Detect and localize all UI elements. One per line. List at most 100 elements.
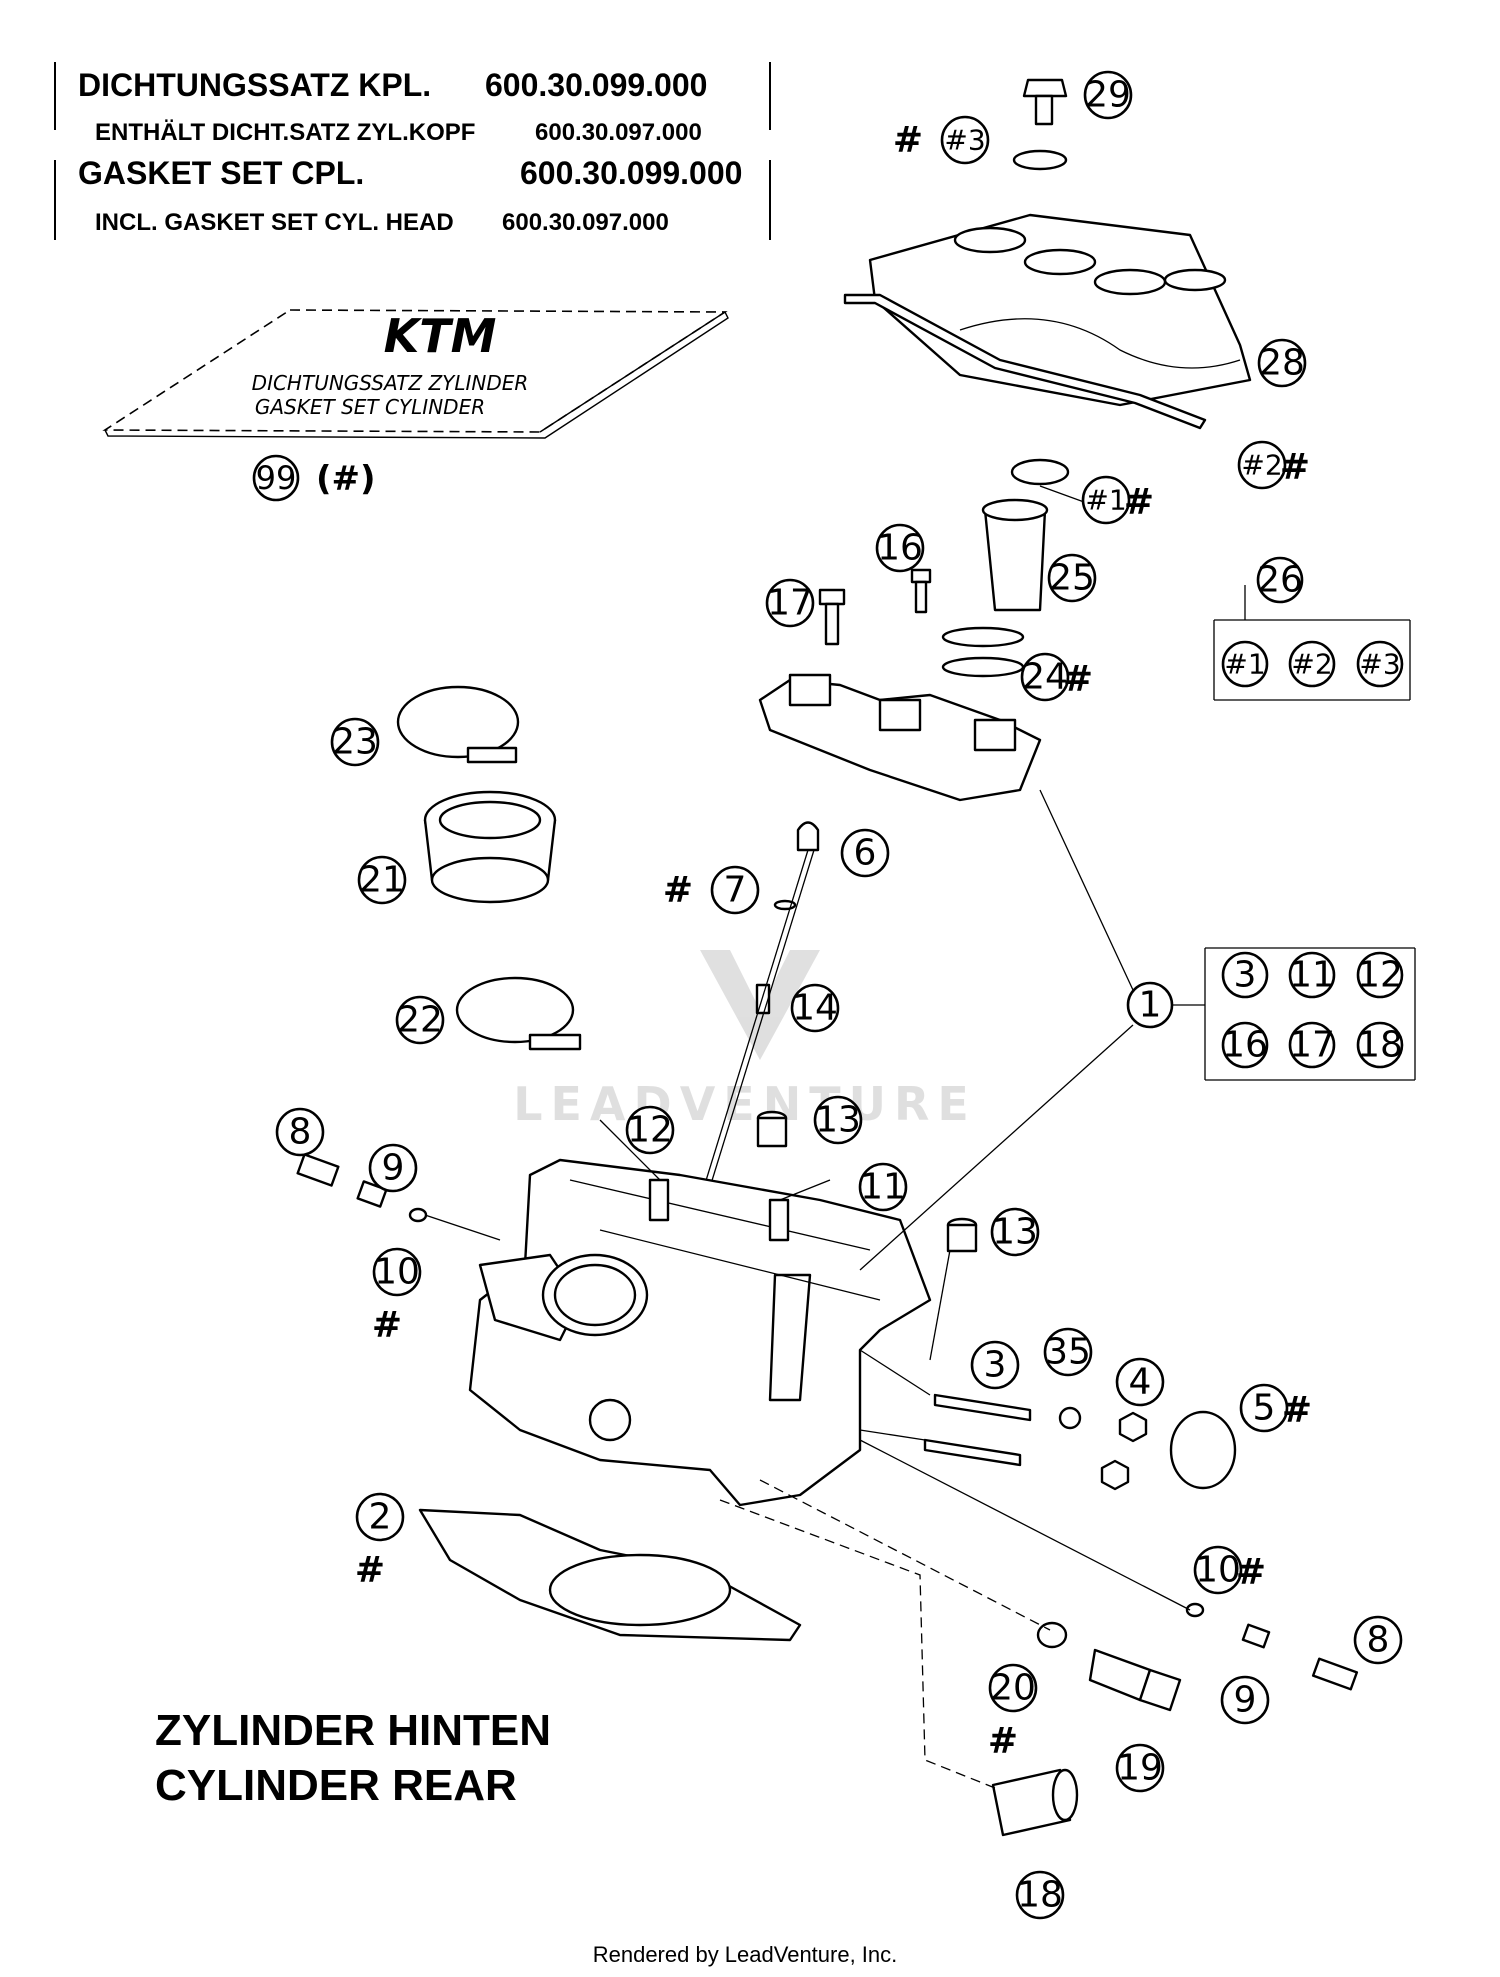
callout-17[interactable]: 17 xyxy=(765,578,815,628)
callout-label: 8 xyxy=(289,1112,312,1153)
callout-9a[interactable]: 9 xyxy=(368,1143,418,1193)
callout-circle xyxy=(1015,1870,1065,1920)
bolt-16-drawing xyxy=(910,568,932,614)
svg-text:#3: #3 xyxy=(1359,648,1400,681)
callout-circle xyxy=(1115,1357,1165,1407)
callout-circle xyxy=(395,995,445,1045)
callout-6[interactable]: 6 xyxy=(840,828,890,878)
assembly-item-12[interactable]: 12 xyxy=(1356,951,1404,999)
callout-label: 25 xyxy=(1049,558,1095,599)
callout-label: 2 xyxy=(369,1497,392,1538)
washer-3-drawing xyxy=(1012,149,1068,171)
callout-19[interactable]: 19 xyxy=(1115,1743,1165,1793)
callout-21[interactable]: 21 xyxy=(357,855,407,905)
gasket-line1-label: DICHTUNGSSATZ KPL. xyxy=(78,67,431,103)
callout-3[interactable]: 3 xyxy=(970,1340,1020,1390)
subset-item-2[interactable]: #2 xyxy=(1288,640,1336,688)
gasket-line4-label: INCL. GASKET SET CYL. HEAD xyxy=(95,209,454,236)
callout-label: #2 xyxy=(1241,449,1282,482)
callout-8a[interactable]: 8 xyxy=(275,1107,325,1157)
callout-circle xyxy=(1220,1675,1270,1725)
callout-circle xyxy=(990,1207,1040,1257)
svg-text:11: 11 xyxy=(1289,955,1335,996)
hash-mark: # xyxy=(1280,447,1310,488)
callout-1[interactable]: 1 xyxy=(1126,981,1174,1029)
callout-circle xyxy=(1115,1743,1165,1793)
callout-13b[interactable]: 13 xyxy=(990,1207,1040,1257)
callout-2[interactable]: 2# xyxy=(355,1492,405,1591)
washer-10-left-drawing xyxy=(408,1207,428,1223)
callout-28[interactable]: 28 xyxy=(1257,338,1307,388)
callout-2a[interactable]: #2# xyxy=(1237,440,1310,490)
callout-label: 6 xyxy=(854,833,877,874)
callout-label: 29 xyxy=(1085,75,1131,116)
callout-22[interactable]: 22 xyxy=(395,995,445,1045)
subset-item-1[interactable]: #1 xyxy=(1221,640,1269,688)
assembly-item-16[interactable]: 16 xyxy=(1221,1021,1269,1069)
oring-24b-drawing xyxy=(941,656,1025,678)
assembly-item-17[interactable]: 17 xyxy=(1288,1021,1336,1069)
callout-25[interactable]: 25 xyxy=(1047,553,1097,603)
assembly-item-18[interactable]: 18 xyxy=(1356,1021,1404,1069)
intake-boot-drawing xyxy=(423,790,557,904)
footer-credit: Rendered by LeadVenture, Inc. xyxy=(593,1942,898,1967)
callout-14[interactable]: 14 xyxy=(790,983,840,1033)
svg-text:17: 17 xyxy=(1289,1025,1335,1066)
callout-4[interactable]: 4 xyxy=(1115,1357,1165,1407)
svg-text:18: 18 xyxy=(1357,1025,1403,1066)
callout-13a[interactable]: 13 xyxy=(813,1095,863,1145)
head-gasket-drawing xyxy=(418,1508,802,1642)
oring-5-drawing xyxy=(1169,1410,1237,1490)
callout-circle xyxy=(1257,338,1307,388)
callout-circle xyxy=(1239,1383,1289,1433)
callout-5[interactable]: 5# xyxy=(1239,1383,1312,1433)
subset-group: 26 #1 #2 #3 xyxy=(1221,556,1404,688)
callout-label: 3 xyxy=(984,1345,1007,1386)
gasket-line2-label: ENTHÄLT DICHT.SATZ ZYL.KOPF xyxy=(95,119,475,146)
callout-8b[interactable]: 8 xyxy=(1353,1615,1403,1665)
callout-10b[interactable]: 10# xyxy=(1193,1545,1266,1595)
callout-3a[interactable]: #3# xyxy=(893,115,990,165)
title-line2: CYLINDER REAR xyxy=(155,1761,517,1810)
callout-35[interactable]: 35 xyxy=(1043,1327,1093,1377)
callout-24[interactable]: 24# xyxy=(1020,652,1093,702)
washer-20-drawing xyxy=(1036,1621,1068,1649)
callout-circle xyxy=(330,717,380,767)
assembly-item-3[interactable]: 3 xyxy=(1221,951,1269,999)
subset-item-3[interactable]: #3 xyxy=(1356,640,1404,688)
callout-26[interactable]: 26 xyxy=(1256,556,1304,604)
callout-11[interactable]: 11 xyxy=(858,1162,908,1212)
callout-circle xyxy=(355,1492,405,1542)
package-line2: GASKET SET CYLINDER xyxy=(255,395,485,419)
callout-18[interactable]: 18 xyxy=(1015,1870,1065,1920)
rod-drawing xyxy=(699,821,820,1201)
callout-1a[interactable]: #1# xyxy=(1081,475,1154,525)
bolt-29-drawing xyxy=(1022,78,1068,126)
callout-label: 12 xyxy=(627,1110,673,1151)
gasket-package: KTM DICHTUNGSSATZ ZYLINDER GASKET SET CY… xyxy=(102,309,729,439)
callout-12[interactable]: 12 xyxy=(625,1105,675,1155)
sensor-19-drawing xyxy=(1088,1648,1182,1712)
clamp-22-drawing xyxy=(455,976,582,1051)
callout-label: #1 xyxy=(1085,484,1126,517)
hash-mark: # xyxy=(893,120,923,161)
callout-7[interactable]: 7# xyxy=(663,865,760,915)
gasket-set-box: DICHTUNGSSATZ KPL. 600.30.099.000 ENTHÄL… xyxy=(54,62,771,240)
gasket-line4-number: 600.30.097.000 xyxy=(502,209,669,236)
nut-13b-drawing xyxy=(946,1217,978,1253)
hash-mark: # xyxy=(372,1305,402,1346)
assembly-item-11[interactable]: 11 xyxy=(1288,951,1336,999)
callout-20[interactable]: 20# xyxy=(988,1663,1038,1762)
callout-16[interactable]: 16 xyxy=(875,523,925,573)
ktm-logo: KTM xyxy=(384,309,497,363)
oring-24a-drawing xyxy=(941,626,1025,648)
title-line1: ZYLINDER HINTEN xyxy=(155,1706,551,1755)
callout-circle xyxy=(625,1105,675,1155)
callout-label: 20 xyxy=(990,1668,1036,1709)
ring-1-drawing xyxy=(1010,458,1070,486)
callout-29[interactable]: 29 xyxy=(1083,70,1133,120)
callout-9b[interactable]: 9 xyxy=(1220,1675,1270,1725)
callout-10a[interactable]: 10# xyxy=(372,1247,422,1346)
callout-23[interactable]: 23 xyxy=(330,717,380,767)
